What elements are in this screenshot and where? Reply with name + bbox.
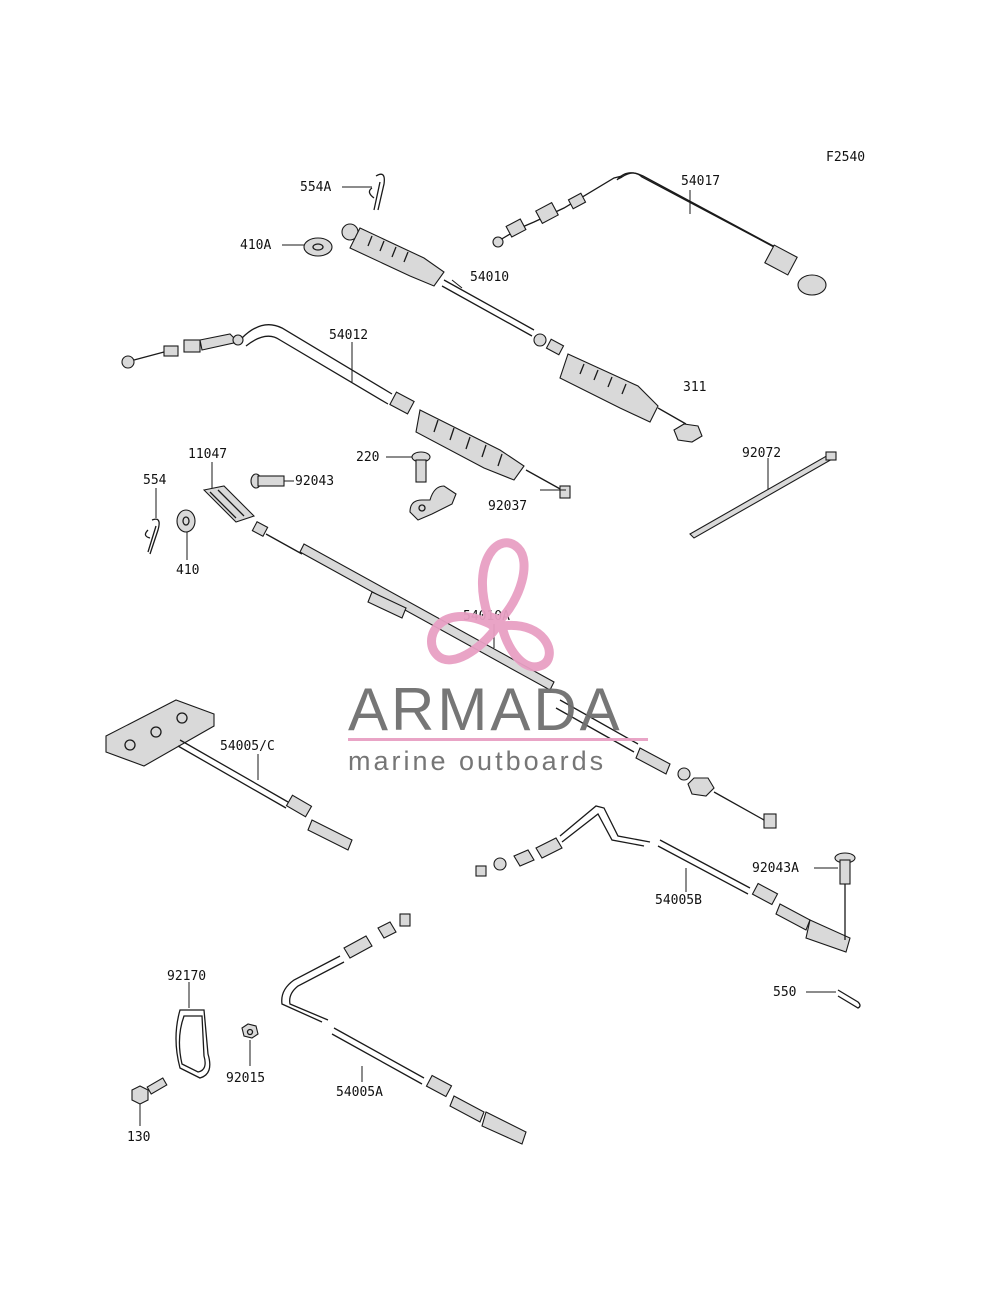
label-54010: 54010 <box>470 270 509 285</box>
part-550-pin <box>837 989 861 1009</box>
label-54005A: 54005A <box>336 1085 383 1100</box>
label-54005B: 54005B <box>655 893 702 908</box>
part-220-bolt <box>411 451 431 483</box>
label-54017: 54017 <box>681 174 720 189</box>
label-410A: 410A <box>240 238 271 253</box>
label-410: 410 <box>176 563 199 578</box>
part-54010-cable <box>341 223 703 443</box>
part-92072-cable-tie <box>689 451 837 539</box>
part-54005A-cable <box>281 913 527 1145</box>
label-54012: 54012 <box>329 328 368 343</box>
label-220: 220 <box>356 450 379 465</box>
label-554: 554 <box>143 473 167 488</box>
part-554A-clip <box>368 173 385 211</box>
part-54010A-cable <box>251 521 777 829</box>
part-92043A-pin <box>834 852 856 940</box>
label-311: 311 <box>683 380 706 395</box>
part-54017-cable <box>492 172 827 296</box>
part-clamp <box>409 485 457 521</box>
part-410A-washer <box>303 237 333 257</box>
label-92043: 92043 <box>295 474 334 489</box>
figure-code: F2540 <box>826 150 865 165</box>
part-92043-pin <box>250 473 285 489</box>
propeller-logo-icon <box>427 538 554 672</box>
part-54012-cable <box>121 324 571 499</box>
label-92170: 92170 <box>167 969 206 984</box>
label-130: 130 <box>127 1130 150 1145</box>
label-92043A: 92043A <box>752 861 799 876</box>
label-550: 550 <box>773 985 796 1000</box>
label-54005C: 54005/C <box>220 739 275 754</box>
label-92072: 92072 <box>742 446 781 461</box>
part-554-clip <box>144 518 160 555</box>
part-11047-holder <box>202 485 256 523</box>
label-92015: 92015 <box>226 1071 265 1086</box>
part-410-washer <box>176 509 196 533</box>
part-92015-nut <box>241 1023 259 1039</box>
label-554A: 554A <box>300 180 331 195</box>
watermark-title: ARMADA <box>348 676 623 743</box>
label-92037: 92037 <box>488 499 527 514</box>
part-92170-band <box>175 1009 211 1079</box>
part-54005C-cable <box>105 699 353 851</box>
part-54005B-cable <box>475 805 851 953</box>
part-130-bolt <box>131 1077 168 1105</box>
label-11047: 11047 <box>188 447 227 462</box>
watermark-subtitle: marine outboards <box>348 746 606 776</box>
watermark: ARMADA marine outboards <box>348 538 648 776</box>
